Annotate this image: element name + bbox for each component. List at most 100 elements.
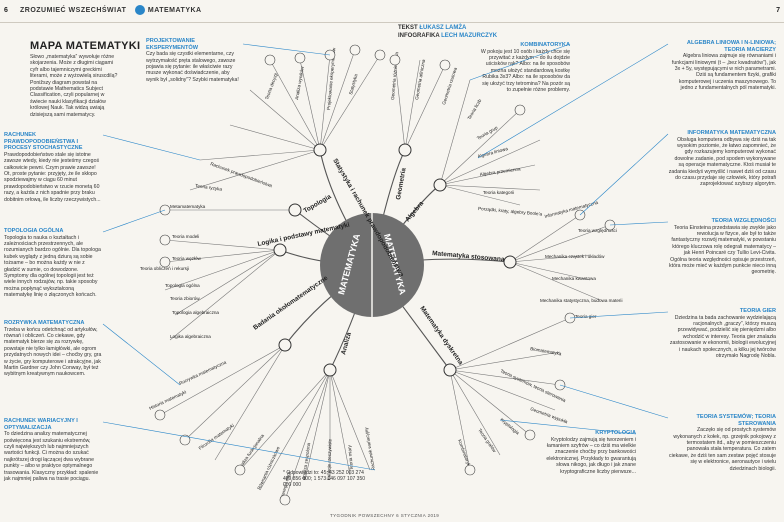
credits: TEKST ŁUKASZ LAMŻA INFOGRAFIKA LECH MAZU…: [398, 24, 497, 40]
leaf-stat-5: Teoria ryzyka: [195, 183, 223, 192]
branch-algebra: Algebra: [404, 200, 425, 223]
leaf-badania-0: Historia matematyki: [148, 389, 187, 411]
leaf-stat-0: Teoria decyzji: [264, 72, 278, 100]
leaf-stos-4: Mechanika statystyczna, budowa materii: [540, 298, 622, 303]
box-heading: ALGEBRA LINIOWA I N-LINIOWA; TEORIA MACI…: [686, 40, 776, 53]
box-heading: TEORIA WZGLĘDNOŚCI: [711, 218, 776, 224]
leaf-analiza-4: Funkcje rzeczywiste: [326, 438, 332, 480]
hub-stosowana: [503, 255, 517, 269]
box-body: Teoria Einsteina przedstawia się zwykle …: [669, 224, 776, 276]
leaf-stat-1: Analiza wyników: [294, 65, 305, 100]
leaf-alg-0: Teoria liczb: [467, 98, 483, 121]
infographic-author: LECH MAZURCZYK: [441, 33, 498, 39]
box-body: Zaczęło się od prostych systemów wykonan…: [669, 427, 776, 472]
footnote: * Odpowiedzi to: 45; 43 252 003 274 489 …: [283, 470, 366, 488]
analysis-icon: [294, 52, 306, 64]
section-label: MATEMATYKA: [147, 6, 202, 14]
leaf-analiza-6: Rachunek wariacyjny: [363, 426, 376, 470]
box-heading: TEORIA GIER: [739, 308, 776, 314]
leaf-dys-3: Geometria wypukła: [530, 406, 569, 424]
box-recreational: ROZRYWKA MATEMATYCZNA Trzeba w końcu ode…: [4, 320, 102, 378]
box-combinatorics: KOMBINATORYKA W pokoju jest 10 osób i ka…: [478, 42, 570, 93]
box-heading: RACHUNEK PRAWDOPODOBIEŃSTWA I PROCESY ST…: [4, 132, 83, 152]
number-icon: [514, 104, 526, 116]
box-heading: PROJEKTOWANIE EKSPERYMENTÓW: [146, 38, 199, 51]
leaf-geo-0: Geometria różniczkowa: [390, 51, 399, 100]
crypto-icon: [524, 429, 536, 441]
page-number-right: 7: [776, 7, 780, 14]
stats-icon: [349, 44, 361, 56]
box-body: Czy bada się czystki elementarne, czy wy…: [146, 51, 239, 83]
branch-hubs: [273, 143, 517, 377]
callout-lines: [102, 43, 669, 471]
leaf-stat-2: Projektowanie eksperymentów: [326, 47, 336, 110]
box-heading: KRYPTOLOGIA: [595, 430, 636, 436]
branch-geometria: Geometria: [395, 167, 408, 200]
box-heading: RACHUNEK WARIACYJNY I OPTYMALIZACJA: [4, 418, 78, 431]
hub-algebra: [433, 178, 447, 192]
box-heading: TEORIA SYSTEMÓW; TEORIA STEROWANIA: [696, 414, 776, 427]
leaf-icons: [154, 44, 616, 506]
leaf-alg-2: Algebra liniowa: [477, 146, 509, 159]
leaf-analiza-5: Teoria miary: [347, 444, 354, 470]
series-title: ZROZUMIEĆ WSZECHŚWIAT MATEMATYKA: [20, 5, 202, 15]
leaf-alg-4: Teoria kategorii: [483, 190, 514, 195]
box-experiments: PROJEKTOWANIE EKSPERYMENTÓW Czy bada się…: [146, 38, 242, 83]
leaf-alg-5: Porządki, kraty, algebry Boole'a: [478, 206, 543, 217]
leaf-topo-1: Teoria modeli: [172, 234, 199, 239]
risk-icon: [374, 49, 386, 61]
box-heading: TOPOLOGIA OGÓLNA: [4, 228, 64, 234]
box-computer-science: INFORMATYKA MATEMATYCZNA Obsługa kompute…: [668, 130, 776, 188]
branch-topologia: Topologia: [303, 193, 333, 215]
hub-badania: [278, 338, 292, 352]
branch-badania: Badania okołomatematyczne: [252, 275, 329, 332]
geometry-icon: [389, 54, 401, 66]
series-icon: [279, 494, 291, 506]
page-title: MAPA MATEMATYKI: [30, 40, 141, 52]
leaf-stos-0: Informatyka matematyczna: [544, 200, 599, 219]
leaf-stat-3: Statystyka: [348, 73, 358, 95]
footer: TYGODNIK POWSZECHNY 6 STYCZNIA 2019: [330, 513, 440, 518]
leaf-dys-0: Teoria gier: [575, 314, 597, 319]
leaf-stos-1: Teoria względności: [578, 228, 617, 233]
header-bar: 6 ZROZUMIEĆ WSZECHŚWIAT MATEMATYKA 7: [0, 0, 784, 23]
leaf-dys-1: Biomatematyka: [530, 346, 562, 356]
box-heading: KOMBINATORYKA: [520, 42, 570, 48]
decision-icon: [264, 54, 276, 66]
hub-analiza: [323, 363, 337, 377]
leaf-topo-3: Topologia ogólna: [165, 283, 200, 288]
leaf-analiza-1: Równania różniczkowe: [256, 445, 281, 490]
intro-text: Słowo „matematyka” wywołuje różne skojar…: [30, 54, 118, 118]
box-body: W pokoju jest 10 osób i każdy chce się p…: [480, 48, 570, 94]
hub-geometria: [398, 143, 412, 157]
branch-analiza: Analiza: [340, 331, 353, 355]
leaf-geo-2: Geometria rzutowa: [441, 66, 458, 105]
leaf-badania-1: Rozrywka matematyczna: [178, 360, 227, 386]
globe-icon: [134, 5, 145, 15]
leaf-stos-3: Mechanika kwantowa: [552, 276, 596, 281]
box-topology: TOPOLOGIA OGÓLNA Topologia to nauka o ks…: [4, 228, 102, 299]
leaf-logika-1: Teoria zbiorów: [170, 296, 200, 301]
leaf-dys-5: Teoria grafów: [477, 428, 497, 454]
box-systems: TEORIA SYSTEMÓW; TEORIA STEROWANIA Zaczę…: [668, 414, 776, 472]
box-body: Obsługa komputera odbywa się dziś na tak…: [668, 136, 776, 188]
box-body: Algebra liniowa zajmuje się równaniami i…: [671, 53, 776, 92]
series-label: ZROZUMIEĆ WSZECHŚWIAT: [20, 6, 127, 14]
leaf-topo-2: Teoria węzłów: [172, 256, 202, 261]
box-linear-algebra: ALGEBRA LINIOWA I N-LINIOWA; TEORIA MACI…: [668, 40, 776, 92]
box-body: Dziedzina ta bada zachowanie wydzielając…: [669, 314, 776, 360]
model-icon: [159, 234, 171, 246]
box-game-theory: TEORIA GIER Dziedzina ta bada zachowanie…: [668, 308, 776, 359]
leaf-alg-3: Algebra przemienna: [479, 166, 521, 177]
hub-statystyka: [313, 143, 327, 157]
history-icon: [154, 409, 166, 421]
leaf-geo-1: Geometria afiniczna: [414, 59, 426, 101]
box-probability: RACHUNEK PRAWDOPODOBIEŃSTWA I PROCESY ST…: [4, 132, 102, 203]
knot-icon: [159, 256, 171, 268]
box-cryptology: KRYPTOLOGIA Kryptolodzy zajmują się twor…: [544, 430, 636, 475]
leaf-analiza-3: Analiza zespolona: [301, 442, 311, 480]
puzzle-icon: [179, 434, 191, 446]
box-heading: INFORMATYKA MATEMATYCZNA: [687, 130, 776, 136]
